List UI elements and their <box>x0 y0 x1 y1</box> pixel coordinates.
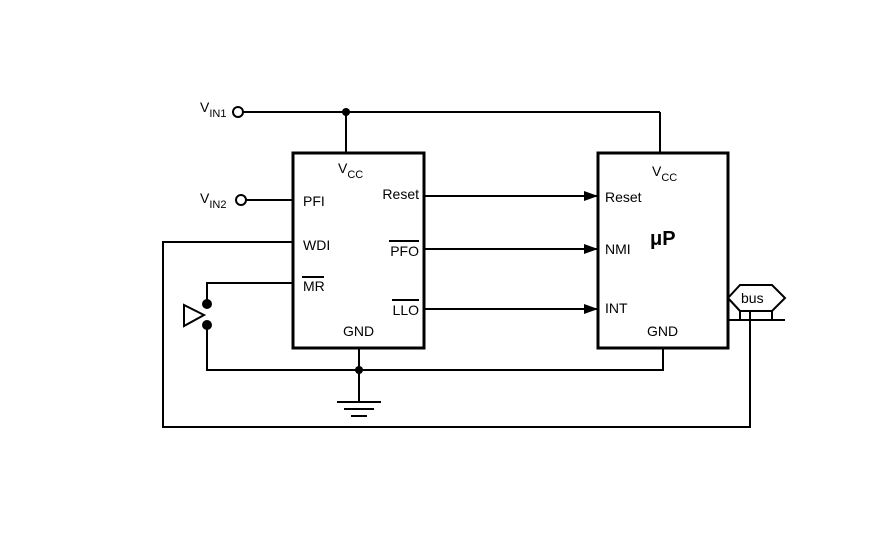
mp-vcc-label: VCC <box>652 163 677 184</box>
supervisor-vcc-label: VCC <box>338 160 363 181</box>
microprocessor-chip <box>596 151 730 350</box>
vin1-junction-dot <box>342 108 350 116</box>
vin1-rail <box>232 106 661 153</box>
supervisor-pfi-label: PFI <box>303 193 325 209</box>
vin2-label: VIN2 <box>200 190 226 211</box>
vin2-wire <box>235 194 293 206</box>
pushbutton-icon <box>183 303 207 328</box>
mp-nmi-label: NMI <box>605 241 631 257</box>
wdi-feedback-wire <box>162 241 751 428</box>
ground-icon <box>337 401 381 417</box>
mp-gnd-label: GND <box>647 323 678 339</box>
supervisor-wdi-label: WDI <box>303 237 330 253</box>
supervisor-gnd-label: GND <box>343 323 374 339</box>
supervisor-pfo-label: PFO <box>390 243 419 259</box>
vin1-label: VIN1 <box>200 99 226 120</box>
mp-title: μP <box>650 228 676 250</box>
mp-reset-label: Reset <box>605 189 642 205</box>
supervisor-mr-label: MR <box>303 278 325 294</box>
mp-int-label: INT <box>605 300 628 316</box>
supervisor-chip <box>291 151 426 350</box>
vin2-terminal <box>235 194 247 206</box>
supervisor-llo-label: LLO <box>393 302 420 318</box>
bus-label: bus <box>741 290 764 306</box>
ground-wire <box>206 325 664 371</box>
mr-pushbutton <box>183 282 293 330</box>
bus-connector <box>726 284 787 321</box>
supervisor-reset-label: Reset <box>382 186 419 202</box>
ground-junction-dot <box>355 366 363 374</box>
vin1-terminal <box>232 106 244 118</box>
